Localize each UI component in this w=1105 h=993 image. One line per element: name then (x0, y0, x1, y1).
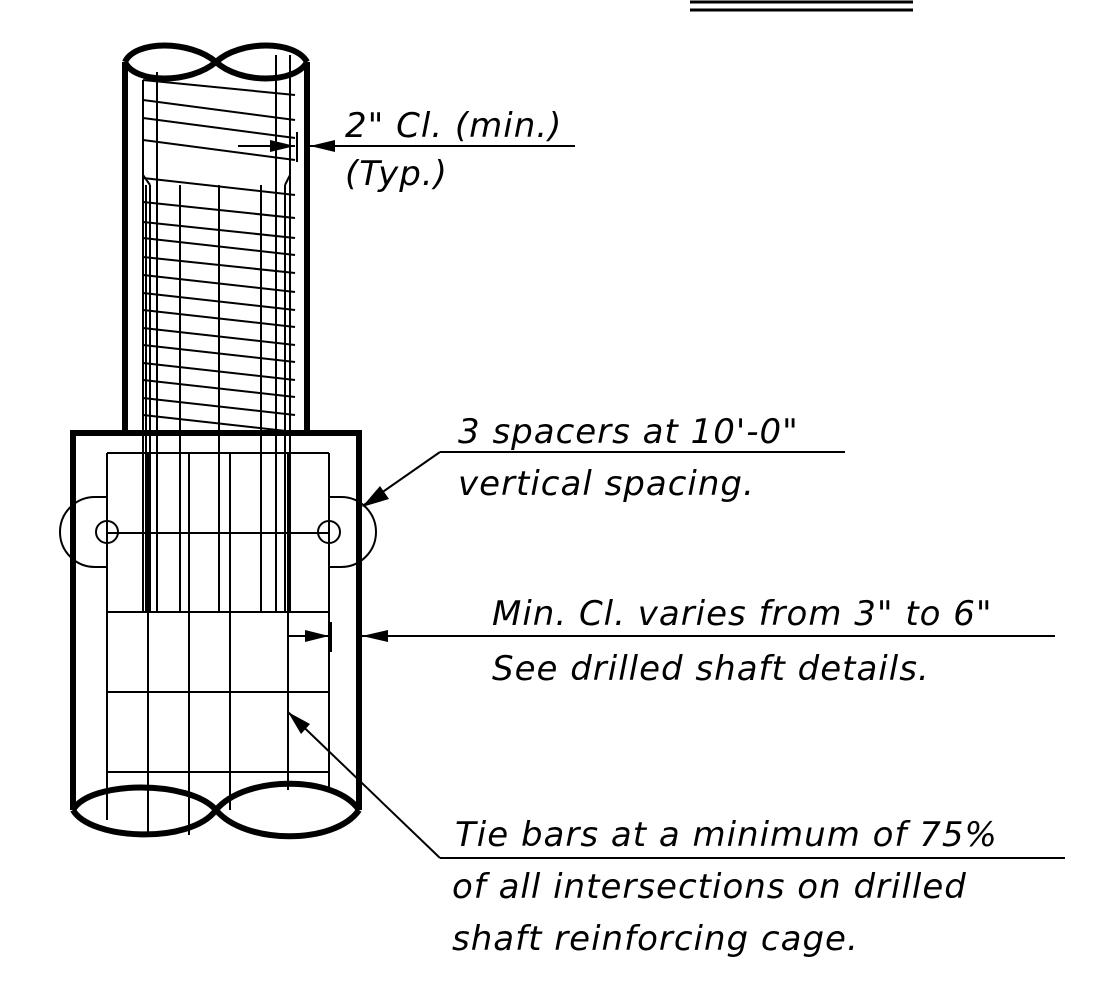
spacers-note-line1: 3 spacers at 10'-0" (458, 412, 799, 452)
spacer-left (59, 496, 119, 568)
min-clear-note-line2: See drilled shaft details. (492, 649, 930, 689)
clear-cover-note-line2: (Typ.) (345, 154, 448, 194)
min-clear-dimension (288, 622, 1055, 652)
shaft-reinforcing-cage (106, 433, 330, 835)
spacer-leader (362, 451, 845, 507)
tie-bars-note-line2: of all intersections on drilled (452, 867, 967, 907)
column-outline (122, 42, 310, 433)
column-reinforcing-cage (142, 55, 296, 433)
spacer-right (317, 496, 377, 568)
drilled-shaft-outline (70, 430, 362, 840)
clear-cover-dimension (238, 132, 575, 162)
min-clear-note-line1: Min. Cl. varies from 3" to 6" (492, 594, 993, 634)
spacers-note-line2: vertical spacing. (458, 464, 755, 504)
title-double-underline (690, 0, 913, 12)
tie-bars-note-line1: Tie bars at a minimum of 75% (455, 815, 998, 855)
clear-cover-note-line1: 2" Cl. (min.) (345, 106, 562, 146)
tie-bars-note-line3: shaft reinforcing cage. (452, 919, 859, 959)
tie-bar-leader (287, 711, 1065, 859)
